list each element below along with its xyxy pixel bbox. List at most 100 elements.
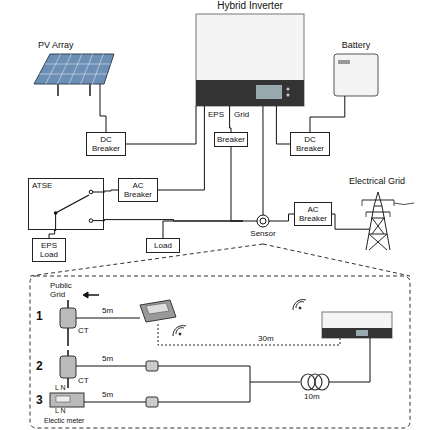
ct-clamp — [60, 356, 76, 378]
drawing-stroke — [338, 229, 370, 230]
cable-connector — [146, 361, 158, 371]
pv-node: PV Array — [28, 40, 118, 100]
wire-connector — [276, 124, 290, 144]
part-label: 10m — [304, 392, 320, 401]
drawing-stroke — [81, 54, 93, 84]
drawing-part — [30, 276, 410, 428]
node-label: Sensor — [243, 212, 283, 238]
inverter-band — [322, 328, 392, 338]
part-label: 5m — [102, 306, 113, 315]
callout-number: 3 — [36, 394, 43, 407]
part-label: 5m — [102, 354, 113, 363]
switch-blade — [56, 195, 89, 213]
wifi-sensor — [140, 300, 176, 322]
battery-body — [334, 54, 378, 96]
comm-cable — [329, 338, 370, 382]
inverter-led — [287, 88, 290, 91]
pylon — [362, 192, 414, 250]
sensor-face — [146, 303, 169, 314]
breaker-box: AC Breaker — [118, 178, 158, 202]
terminal-stub — [100, 84, 101, 100]
ct-clamp — [60, 308, 76, 328]
battery-display — [338, 60, 350, 64]
device-title: Electrical Grid — [338, 176, 416, 187]
box-label: Load — [148, 241, 178, 250]
drawing-part — [263, 244, 410, 276]
meter-cable — [84, 402, 146, 403]
part-label: CT — [78, 326, 89, 335]
box-label: EPS Load — [34, 241, 64, 259]
drawing-stroke — [362, 192, 394, 250]
part-label: 30m — [258, 334, 274, 343]
drawing-part — [176, 328, 184, 334]
wire-connector — [163, 221, 243, 238]
part-label: L N — [55, 407, 66, 415]
inverter-band — [196, 80, 304, 106]
cable-coil — [301, 374, 329, 390]
wire-connector — [100, 100, 106, 132]
sensor-symbol — [257, 215, 269, 227]
wire-connector — [104, 190, 118, 191]
wire-connector — [158, 124, 204, 190]
box-label: ATSE — [29, 179, 103, 190]
wire-connector — [332, 214, 338, 229]
callout-lines — [30, 244, 410, 428]
wire-connector — [231, 147, 243, 221]
callout-number: 1 — [36, 310, 43, 323]
breaker-box: AC Breaker — [294, 202, 332, 226]
wire-connector — [263, 124, 264, 212]
terminal-stub — [276, 106, 277, 124]
device-title: Hybrid Inverter — [190, 0, 310, 12]
breaker-box: Load — [146, 238, 180, 253]
drawing-stroke — [55, 213, 56, 231]
comm-cable — [158, 366, 300, 402]
drawing-part — [83, 292, 88, 298]
wire-connector — [49, 230, 55, 238]
wire-connector — [126, 124, 196, 144]
drawing-stroke — [362, 200, 414, 217]
atse-node: ATSE — [28, 178, 104, 230]
drawing-stroke — [92, 54, 103, 84]
switch-contact — [89, 190, 93, 194]
pv-panel — [34, 54, 114, 84]
inverter-display — [256, 85, 282, 99]
wireless-link — [158, 324, 340, 345]
wire-connector — [283, 214, 294, 221]
terminal-stub — [229, 106, 230, 124]
port-label: EPS — [208, 110, 224, 119]
part-label: Public Grid — [50, 281, 80, 299]
wifi-symbol — [293, 300, 306, 310]
drawing-stroke — [46, 54, 61, 84]
drawing-stroke — [39, 74, 107, 75]
drawing-part — [179, 333, 181, 335]
sensor-node: Sensor — [243, 212, 283, 242]
breaker-box: DC Breaker — [290, 132, 330, 156]
device-title: Battery — [328, 40, 384, 51]
breaker-box: EPS Load — [32, 238, 66, 262]
inverter-display — [356, 330, 368, 336]
port-label: Grid — [234, 110, 249, 119]
bat-node: Battery — [328, 40, 384, 102]
sensor-symbol — [260, 218, 266, 224]
wire-connector — [310, 102, 345, 132]
pylon-drawing — [338, 176, 416, 252]
drawing-stroke — [69, 54, 82, 84]
inverter-drawing — [190, 0, 310, 124]
breaker-box: DC Breaker — [86, 132, 126, 156]
panel-leg — [57, 84, 59, 96]
box-label: Breaker — [216, 135, 246, 144]
grid-arrow — [83, 292, 99, 298]
callout-number: 2 — [36, 360, 43, 373]
wire-connector — [230, 124, 231, 132]
drawing-stroke — [57, 54, 71, 84]
part-label: Electic meter — [44, 417, 84, 425]
panel-leg — [89, 84, 91, 96]
box-label: DC Breaker — [88, 135, 124, 153]
device-title: PV Array — [28, 40, 118, 51]
electric-meter — [50, 393, 84, 407]
meter-display — [56, 396, 70, 402]
drawing-part — [315, 374, 329, 390]
inv-node: Hybrid InverterEPS Grid — [190, 0, 310, 124]
